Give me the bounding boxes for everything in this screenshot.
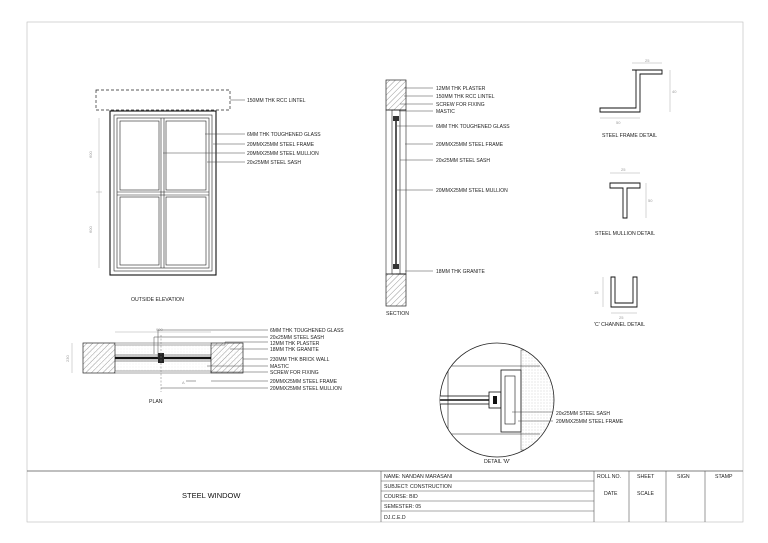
section-granite-sill [385, 273, 407, 307]
channel-detail-caption: 'C' CHANNEL DETAIL [594, 322, 645, 328]
mullion-dim-side: 50 [648, 198, 653, 203]
plan-caption: PLAN [149, 399, 163, 405]
section-label-plaster: 12MM THK PLASTER [436, 86, 486, 92]
glass-pane [119, 120, 160, 191]
plan-label-frame: 20MMX25MM STEEL FRAME [270, 379, 338, 385]
section-label-glass: 6MM THK TOUGHENED GLASS [436, 124, 510, 130]
frame-dim-bottom: 50 [616, 120, 621, 125]
detail-w-label-frame: 20MMX25MM STEEL FRAME [556, 419, 624, 425]
date-label: DATE [604, 491, 618, 497]
plan-view: 900 230 A 6MM THK TOUGHENED GLASS 20x25M… [65, 327, 344, 405]
channel-dim-side: 15 [594, 290, 599, 295]
section-lintel [385, 79, 407, 111]
section-label-granite: 18MM THK GRANITE [436, 269, 485, 275]
outside-elevation: 600 600 150MM THK RCC LINTEL 6MM THK TOU… [88, 89, 321, 303]
subject: SUBJECT: CONSTRUCTION [384, 484, 452, 490]
elevation-label-glass: 6MM THK TOUGHENED GLASS [247, 132, 321, 138]
plan-label-mastic: MASTIC [270, 364, 289, 370]
plan-label-sash: 20x25MM STEEL SASH [270, 335, 324, 341]
elevation-caption: OUTSIDE ELEVATION [131, 297, 184, 303]
elevation-label-mullion: 20MMX25MM STEEL MULLION [247, 151, 319, 157]
detail-w: 20x25MM STEEL SASH 20MMX25MM STEEL FRAME… [439, 342, 624, 465]
steel-mullion-detail: 25 50 STEEL MULLION DETAIL [595, 167, 655, 237]
window-outer-frame [109, 110, 217, 276]
plan-label-brick: 230MM THK BRICK WALL [270, 357, 330, 363]
glass-pane [165, 196, 207, 266]
steel-frame-detail: 25 40 50 STEEL FRAME DETAIL [599, 58, 677, 139]
section-label-mastic: MASTIC [436, 109, 455, 115]
elevation-label-frame: 20MMX25MM STEEL FRAME [247, 142, 315, 148]
frame-dim-top: 25 [645, 58, 650, 63]
semester: SEMESTER: 05 [384, 504, 421, 510]
elevation-dim-lower: 600 [88, 226, 93, 233]
section-label-lintel: 150MM THK RCC LINTEL [436, 94, 495, 100]
plan-section-mark: A [182, 380, 185, 385]
frame-detail-caption: STEEL FRAME DETAIL [602, 133, 657, 139]
sign-label: SIGN [677, 474, 690, 480]
scale-label: SCALE [637, 491, 655, 497]
student-name: NAME: NANDAN MARASANI [384, 474, 452, 480]
course: COURSE: BID [384, 494, 418, 500]
stamp-label: STAMP [715, 474, 733, 480]
section-label-mullion: 20MMX25MM STEEL MULLION [436, 188, 508, 194]
mullion-dim-top: 25 [621, 167, 626, 172]
plan-dim-width: 900 [156, 327, 163, 332]
detail-w-label-sash: 20x25MM STEEL SASH [556, 411, 610, 417]
elevation-label-lintel: 150MM THK RCC LINTEL [247, 98, 306, 104]
section-caption: SECTION [386, 311, 409, 317]
glass-pane [165, 120, 207, 191]
section-label-screw: SCREW FOR FIXING [436, 102, 485, 108]
frame-dim-side: 40 [672, 89, 677, 94]
plan-label-plaster: 12MM THK PLASTER [270, 341, 320, 347]
c-channel-detail: 15 25 'C' CHANNEL DETAIL [594, 276, 645, 328]
plan-label-screw: SCREW FOR FIXING [270, 370, 319, 376]
rcc-lintel [95, 89, 231, 111]
sheet-border [26, 21, 744, 523]
mullion-detail-caption: STEEL MULLION DETAIL [595, 231, 655, 237]
detail-w-caption: DETAIL 'W' [484, 459, 510, 465]
plan-label-glass: 6MM THK TOUGHENED GLASS [270, 328, 344, 334]
title-block: STEEL WINDOW NAME: NANDAN MARASANI SUBJE… [27, 470, 743, 522]
section-label-frame: 20MMX25MM STEEL FRAME [436, 142, 504, 148]
drawing-title: STEEL WINDOW [182, 491, 241, 500]
elevation-label-sash: 20x25MM STEEL SASH [247, 160, 301, 166]
channel-dim-bottom: 25 [619, 315, 624, 320]
elevation-dim-upper: 600 [88, 151, 93, 158]
section-view: 12MM THK PLASTER 150MM THK RCC LINTEL SC… [385, 79, 510, 317]
section-label-sash: 20x25MM STEEL SASH [436, 158, 490, 164]
plan-label-granite: 18MM THK GRANITE [270, 347, 319, 353]
glass-pane [119, 196, 160, 266]
plan-label-mullion: 20MMX25MM STEEL MULLION [270, 386, 342, 392]
roll-no-label: ROLL NO. [597, 474, 621, 480]
institute: DJ.C.E.D [384, 515, 406, 521]
plan-dim-wall: 230 [65, 355, 70, 362]
sheet-label: SHEET [637, 474, 655, 480]
